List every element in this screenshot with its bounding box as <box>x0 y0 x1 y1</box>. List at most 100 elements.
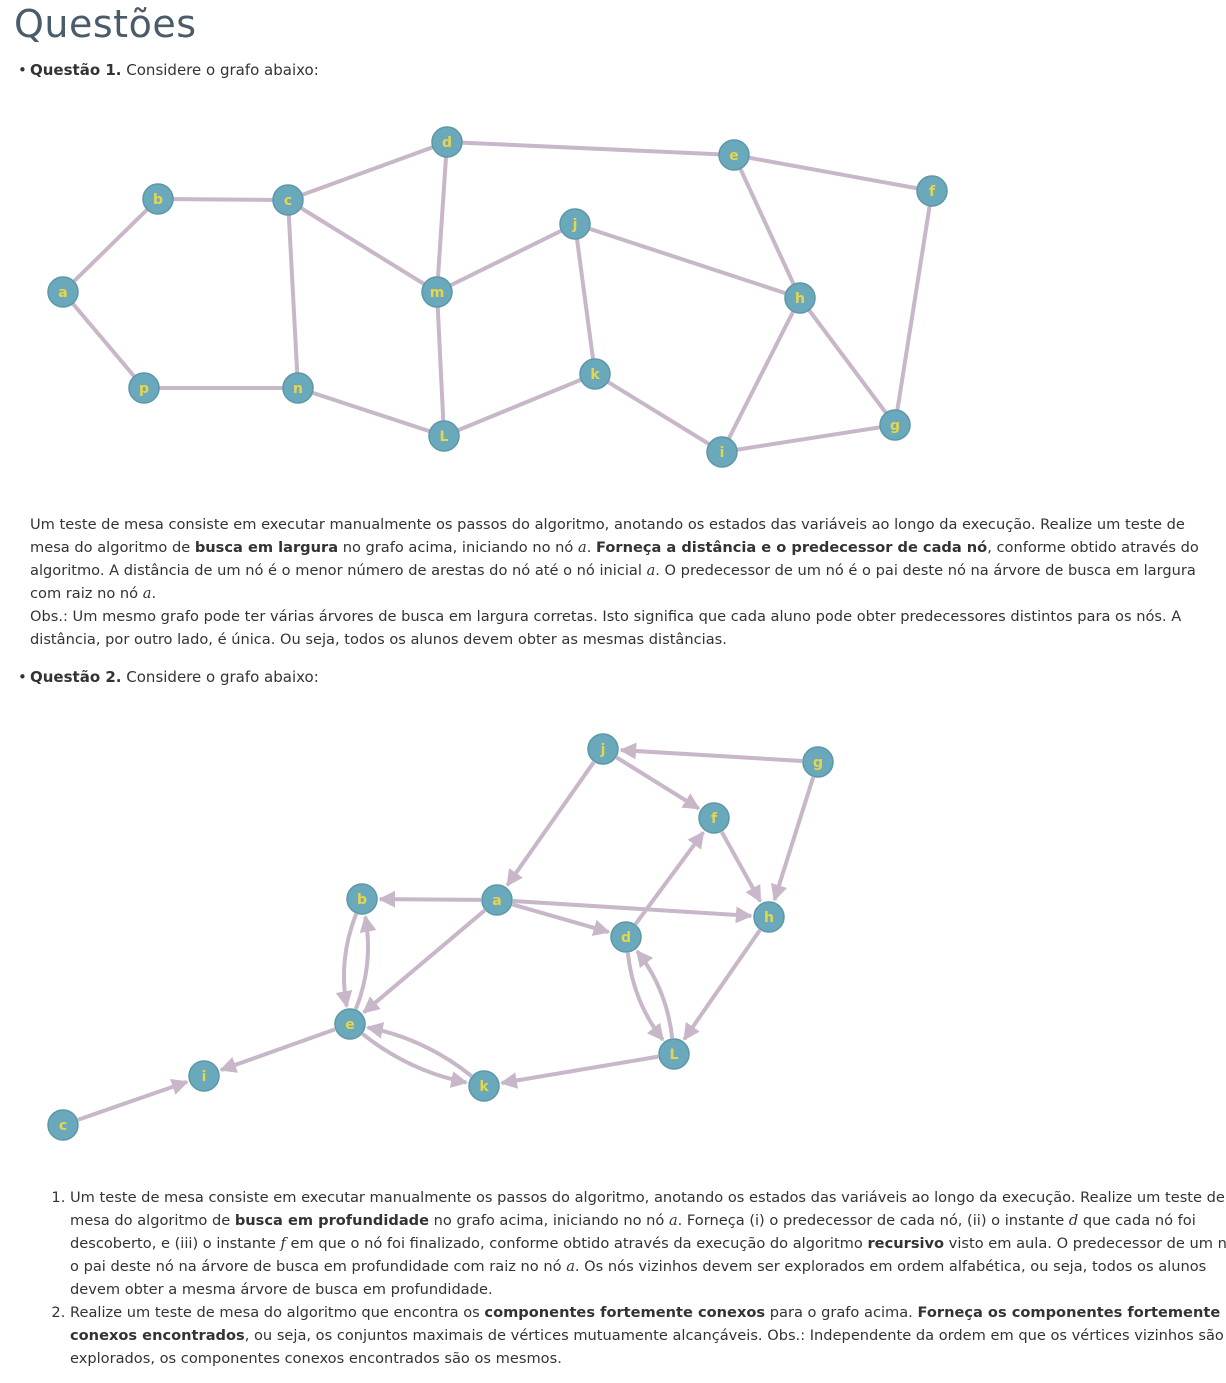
g1-node-k: k <box>579 358 611 390</box>
question-1-obs: Obs.: Um mesmo grafo pode ter várias árv… <box>30 608 1182 648</box>
g1-edge-c-m <box>286 198 439 294</box>
g1-node-j: j <box>559 208 591 240</box>
g1-node-label-g: g <box>890 418 900 434</box>
g1-edge-d-e <box>446 140 735 157</box>
g2-edge-j-a <box>505 760 596 887</box>
g1-edge-L-k <box>443 372 596 438</box>
g1-node-label-a: a <box>58 285 67 301</box>
g1-node-circle-h <box>784 282 816 314</box>
q2i2-text-2: para o grafo acima. <box>765 1304 918 1321</box>
g1-edge-b-c <box>157 197 289 202</box>
g1-node-n: n <box>282 372 314 404</box>
bullet-q2: • <box>18 668 27 686</box>
g1-node-label-p: p <box>139 381 149 397</box>
g1-node-f: f <box>916 175 948 207</box>
g1-edge-h-i <box>720 297 802 453</box>
g2-edge-L-d <box>635 949 675 1039</box>
g1-edge-i-g <box>721 423 896 454</box>
q2i1-var-a-2: a <box>566 1258 575 1275</box>
g1-node-label-h: h <box>795 291 805 307</box>
g2-node-circle-j <box>587 733 619 765</box>
g1-edge-c-n <box>286 199 300 389</box>
q2i1-var-a: a <box>668 1212 678 1229</box>
g2-node-d: d <box>610 921 642 953</box>
q1-text-6: . <box>151 585 157 602</box>
q1-var-a-1: a <box>577 539 587 556</box>
g2-edge-a-b <box>378 890 482 908</box>
g1-edge-d-m <box>435 141 449 293</box>
g2-edge-f-h <box>720 831 763 903</box>
g1-edge-j-h <box>574 222 801 300</box>
g1-node-L: L <box>428 420 460 452</box>
question-1-heading: Questão 1. Considere o grafo abaixo: <box>30 61 319 79</box>
g2-node-circle-b <box>346 883 378 915</box>
g1-node-circle-g <box>879 409 911 441</box>
g1-edge-a-b <box>61 197 160 294</box>
g2-node-L: L <box>658 1038 690 1070</box>
q2i1-text-4: que cada nó foi descoberto, e (iii) o in… <box>70 1212 1196 1252</box>
g2-node-label-L: L <box>670 1047 679 1063</box>
g2-edge-L-k <box>500 1054 659 1089</box>
g1-node-c: c <box>272 184 304 216</box>
g1-edge-e-h <box>732 154 802 299</box>
g2-node-label-d: d <box>621 930 631 946</box>
g2-edge-c-i <box>77 1078 189 1122</box>
g1-node-h: h <box>784 282 816 314</box>
g2-node-j: j <box>587 733 619 765</box>
g1-node-m: m <box>421 276 453 308</box>
q1-bold-request: Forneça a distância e o predecessor de c… <box>595 539 988 556</box>
g2-edge-a-h <box>512 899 753 924</box>
g1-edge-a-p <box>61 290 146 390</box>
g1-node-circle-k <box>579 358 611 390</box>
q1-text-3: . <box>586 539 596 556</box>
g1-node-label-j: j <box>572 217 578 233</box>
g1-node-circle-f <box>916 175 948 207</box>
question-2-items: Um teste de mesa consiste em executar ma… <box>30 1186 1226 1370</box>
g2-edge-h-L <box>682 929 762 1041</box>
g2-edge-d-f <box>633 831 705 926</box>
g1-edge-f-g <box>893 190 934 426</box>
question-1-intro: Considere o grafo abaixo: <box>126 61 319 79</box>
g2-edge-b-e <box>335 913 359 1008</box>
q1-text-4: , conforme obtido através do algoritmo. … <box>30 539 1199 579</box>
g2-node-label-a: a <box>492 893 501 909</box>
g2-edge-d-L <box>625 952 665 1042</box>
g2-node-circle-e <box>334 1008 366 1040</box>
g1-node-circle-n <box>282 372 314 404</box>
g1-node-circle-p <box>128 372 160 404</box>
q2i1-text-7: . Os nós vizinhos devem ser explorados e… <box>70 1258 1207 1298</box>
g1-node-p: p <box>128 372 160 404</box>
g1-node-a: a <box>47 276 79 308</box>
g2-node-circle-i <box>188 1060 220 1092</box>
q2i1-text-2: no grafo acima, iniciando no nó <box>429 1212 669 1229</box>
q2i1-var-f: f <box>280 1235 286 1252</box>
g2-node-k: k <box>468 1070 500 1102</box>
g1-node-label-f: f <box>929 184 936 200</box>
g2-node-label-h: h <box>764 910 774 926</box>
g2-node-circle-L <box>658 1038 690 1070</box>
g1-node-e: e <box>718 139 750 171</box>
g2-node-circle-g <box>802 746 834 778</box>
g2-node-label-b: b <box>357 892 367 908</box>
g2-edge-e-i <box>219 1027 336 1073</box>
g2-node-label-k: k <box>479 1079 489 1095</box>
g2-node-label-j: j <box>600 742 606 758</box>
g2-edge-a-d <box>511 902 611 936</box>
question-1-paragraph: Um teste de mesa consiste em executar ma… <box>30 513 1216 605</box>
page-title: Questões <box>14 2 197 46</box>
g1-edge-n-L <box>297 386 445 438</box>
g2-node-circle-h <box>753 901 785 933</box>
g2-node-f: f <box>698 802 730 834</box>
g2-node-g: g <box>802 746 834 778</box>
g2-node-circle-d <box>610 921 642 953</box>
q2i1-var-d: d <box>1068 1212 1079 1229</box>
g2-node-label-e: e <box>345 1017 355 1033</box>
g1-edge-j-k <box>573 223 597 375</box>
g1-edge-k-i <box>593 372 724 454</box>
q2i1-bold-dfs: busca em profundidade <box>234 1212 430 1229</box>
g2-node-i: i <box>188 1060 220 1092</box>
g2-node-label-g: g <box>813 755 823 771</box>
q2i1-text-5: em que o nó foi finalizado, conforme obt… <box>285 1235 868 1252</box>
g1-node-circle-a <box>47 276 79 308</box>
